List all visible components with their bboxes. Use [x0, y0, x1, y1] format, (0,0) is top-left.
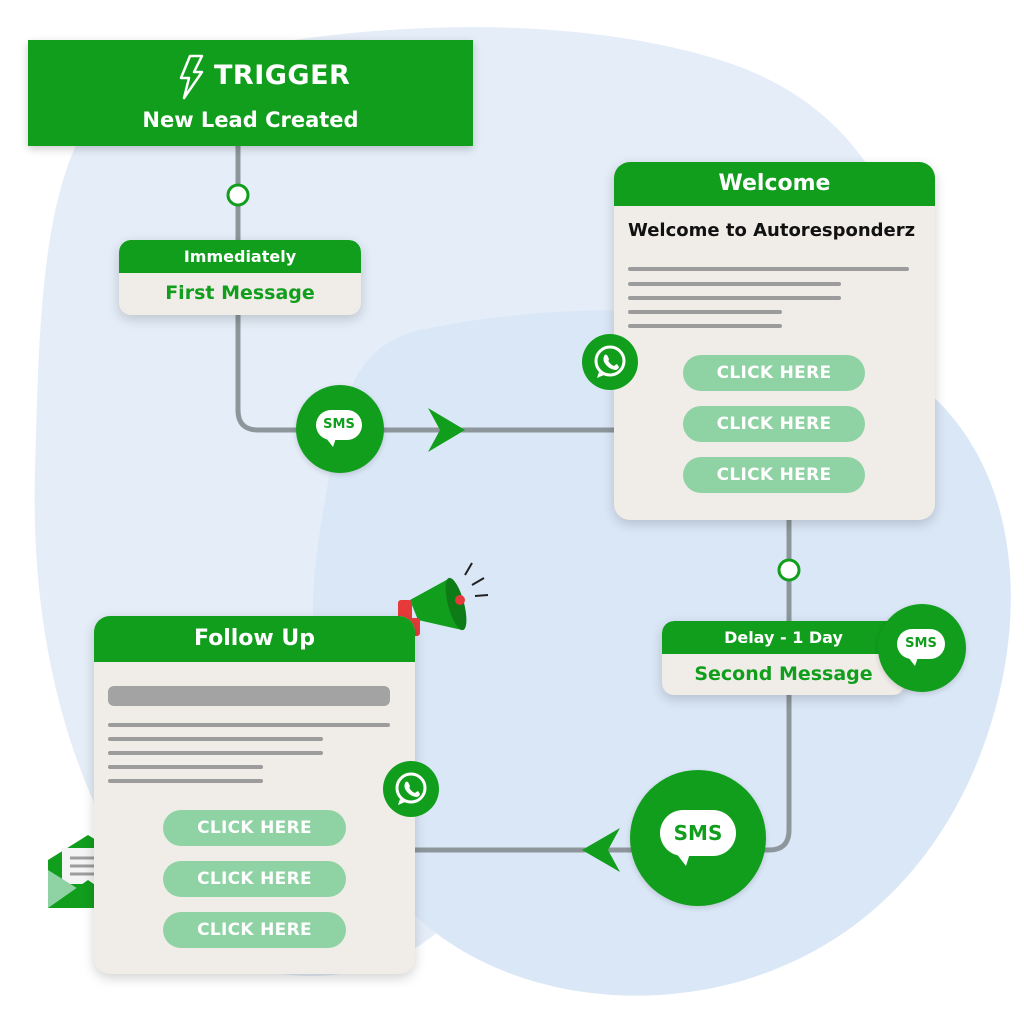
step2-timing: Delay - 1 Day	[662, 621, 905, 654]
whatsapp-glyph	[594, 345, 626, 378]
sms-bubble-tail	[326, 438, 336, 447]
trigger-node: TRIGGER New Lead Created	[28, 40, 473, 146]
placeholder-heading-bar	[108, 686, 390, 706]
welcome-header: Welcome	[614, 162, 935, 206]
sms-bubble-tail	[676, 853, 690, 866]
text-line	[108, 751, 323, 755]
sms-bubble-icon: SMS	[897, 629, 945, 659]
followup-cta-button[interactable]: CLICK HERE	[163, 810, 346, 846]
sms-label: SMS	[673, 821, 723, 845]
arrow-left-icon	[582, 828, 620, 872]
text-line	[628, 282, 841, 286]
sms-badge: SMS	[878, 604, 966, 692]
followup-cta-button[interactable]: CLICK HERE	[163, 912, 346, 948]
connector-dot	[226, 183, 250, 207]
text-line	[628, 267, 909, 271]
welcome-heading: Welcome to Autoresponderz	[628, 220, 916, 241]
followup-card: Follow Up CLICK HERE CLICK HERE CLICK HE…	[94, 616, 415, 974]
whatsapp-glyph	[395, 772, 427, 805]
text-line	[108, 765, 263, 769]
lightning-icon	[179, 54, 204, 100]
trigger-subtitle: New Lead Created	[142, 108, 359, 132]
step2-label: Second Message	[694, 663, 873, 685]
connector-step2-followup	[415, 695, 792, 853]
step1-timing: Immediately	[119, 240, 361, 273]
whatsapp-icon	[383, 761, 439, 817]
step2-node: Delay - 1 Day Second Message	[662, 621, 905, 695]
welcome-cta-button[interactable]: CLICK HERE	[683, 457, 865, 493]
welcome-cta-button[interactable]: CLICK HERE	[683, 406, 865, 442]
sms-badge: SMS	[296, 385, 384, 473]
text-line	[628, 310, 782, 314]
text-line	[628, 324, 782, 328]
followup-cta-button[interactable]: CLICK HERE	[163, 861, 346, 897]
welcome-cta-button[interactable]: CLICK HERE	[683, 355, 865, 391]
welcome-card: Welcome Welcome to Autoresponderz CLICK …	[614, 162, 935, 520]
sms-bubble-tail	[908, 657, 918, 666]
followup-header: Follow Up	[94, 616, 415, 662]
text-line	[108, 737, 323, 741]
sms-bubble-icon: SMS	[660, 810, 736, 856]
step1-label: First Message	[165, 282, 315, 304]
step1-node: Immediately First Message	[119, 240, 361, 315]
sms-bubble-icon: SMS	[316, 410, 362, 440]
sms-badge: SMS	[630, 770, 766, 906]
text-line	[108, 779, 263, 783]
whatsapp-icon	[582, 334, 638, 390]
text-line	[108, 723, 390, 727]
text-line	[628, 296, 841, 300]
trigger-title: TRIGGER	[214, 60, 351, 91]
connector-dot	[777, 558, 801, 582]
sms-label: SMS	[323, 417, 355, 432]
connector-step1-welcome	[235, 315, 615, 433]
arrow-right-icon	[428, 408, 465, 452]
sms-label: SMS	[905, 636, 937, 651]
